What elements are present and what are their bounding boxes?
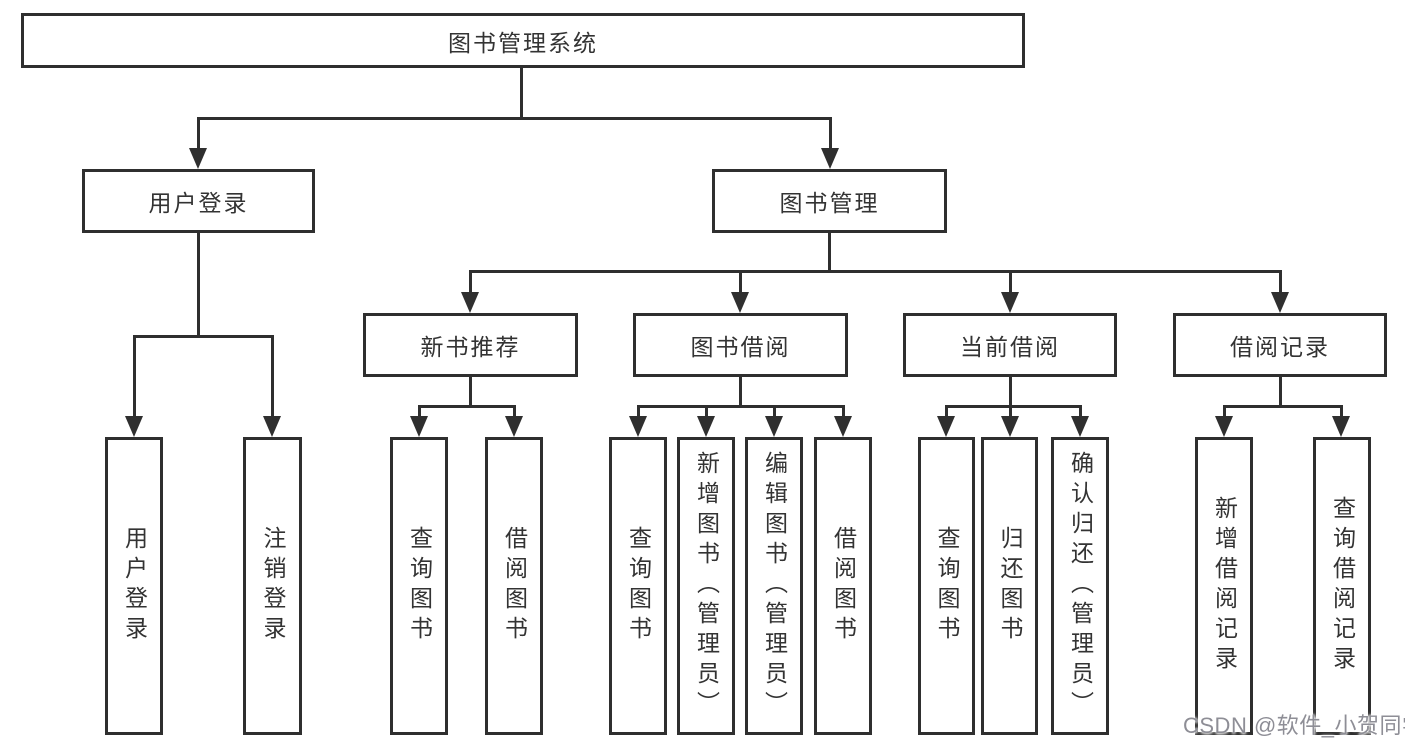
node-label-leaf-cb-confirm-return: 确认归还（管理员） — [1067, 451, 1094, 721]
node-leaf-user-login: 用户登录 — [105, 437, 163, 735]
connector-rail-current-borrow — [944, 404, 1082, 408]
node-label-root: 图书管理系统 — [448, 29, 598, 56]
node-label-leaf-bb-edit-books: 编辑图书（管理员） — [761, 451, 788, 721]
connector-arrow-shaft-book-borrow-3 — [841, 406, 845, 421]
node-label-leaf-br-add-record: 新增借阅记录 — [1211, 496, 1238, 676]
node-leaf-bb-add-books: 新增图书（管理员） — [677, 437, 735, 735]
node-root: 图书管理系统 — [21, 13, 1025, 68]
connector-arrow-shaft-book-mgmt-0 — [468, 271, 472, 297]
connector-rail-new-books — [417, 404, 516, 408]
node-leaf-logout: 注销登录 — [243, 437, 302, 735]
node-label-user-login: 用户登录 — [148, 190, 249, 216]
connector-arrow-shaft-new-books-0 — [417, 406, 421, 421]
arrowhead-icon — [1332, 416, 1350, 437]
connector-arrow-shaft-user-login-1 — [270, 336, 274, 421]
node-label-leaf-nb-borrow-books: 借阅图书 — [501, 526, 528, 646]
node-book-borrow: 图书借阅 — [633, 313, 848, 377]
arrowhead-icon — [1271, 292, 1289, 313]
arrowhead-icon — [821, 148, 839, 169]
node-leaf-br-query-record: 查询借阅记录 — [1313, 437, 1371, 735]
connector-arrow-shaft-current-borrow-2 — [1078, 406, 1082, 421]
connector-stem-borrow-records — [1278, 377, 1282, 408]
arrowhead-icon — [697, 416, 715, 437]
node-label-leaf-logout: 注销登录 — [260, 526, 286, 646]
arrowhead-icon — [125, 416, 143, 437]
connector-arrow-shaft-book-mgmt-1 — [738, 271, 742, 297]
connector-stem-user-login — [196, 233, 200, 338]
arrowhead-icon — [937, 416, 955, 437]
arrowhead-icon — [1215, 416, 1233, 437]
connector-arrow-shaft-current-borrow-1 — [1008, 406, 1012, 421]
connector-arrow-shaft-root-1 — [828, 118, 832, 153]
arrowhead-icon — [629, 416, 647, 437]
node-label-leaf-cb-query-books: 查询图书 — [934, 526, 960, 646]
connector-arrow-shaft-user-login-0 — [132, 336, 136, 421]
node-label-leaf-cb-return-books: 归还图书 — [997, 526, 1023, 646]
connector-arrow-shaft-book-mgmt-2 — [1008, 271, 1012, 297]
arrowhead-icon — [189, 148, 207, 169]
node-leaf-cb-query-books: 查询图书 — [918, 437, 975, 735]
watermark: CSDN @软件_小贺同学 — [1183, 713, 1405, 738]
arrowhead-icon — [263, 416, 281, 437]
connector-stem-current-borrow — [1008, 377, 1012, 408]
node-label-leaf-br-query-record: 查询借阅记录 — [1329, 496, 1356, 676]
connector-arrow-shaft-book-borrow-0 — [636, 406, 640, 421]
connector-arrow-shaft-book-borrow-2 — [772, 406, 776, 421]
arrowhead-icon — [1001, 292, 1019, 313]
connector-rail-user-login — [132, 334, 274, 338]
connector-arrow-shaft-root-0 — [196, 118, 200, 153]
connector-stem-root — [520, 68, 523, 120]
arrowhead-icon — [765, 416, 783, 437]
node-leaf-cb-confirm-return: 确认归还（管理员） — [1051, 437, 1109, 735]
connector-arrow-shaft-borrow-records-0 — [1222, 406, 1226, 421]
node-label-leaf-bb-add-books: 新增图书（管理员） — [693, 451, 720, 721]
node-current-borrow: 当前借阅 — [903, 313, 1117, 377]
arrowhead-icon — [731, 292, 749, 313]
node-borrow-records: 借阅记录 — [1173, 313, 1387, 377]
arrowhead-icon — [834, 416, 852, 437]
connector-arrow-shaft-borrow-records-1 — [1339, 406, 1343, 421]
connector-rail-root — [196, 116, 832, 120]
node-leaf-nb-query-books: 查询图书 — [390, 437, 448, 735]
arrowhead-icon — [1071, 416, 1089, 437]
node-label-book-borrow: 图书借阅 — [690, 334, 791, 360]
node-label-leaf-bb-borrow-books: 借阅图书 — [830, 526, 857, 646]
node-new-books: 新书推荐 — [363, 313, 578, 377]
node-label-new-books: 新书推荐 — [420, 334, 521, 360]
connector-arrow-shaft-book-borrow-1 — [704, 406, 708, 421]
node-leaf-bb-edit-books: 编辑图书（管理员） — [745, 437, 803, 735]
arrowhead-icon — [461, 292, 479, 313]
node-label-leaf-user-login: 用户登录 — [121, 526, 148, 646]
connector-rail-book-mgmt — [468, 269, 1282, 273]
connector-arrow-shaft-current-borrow-0 — [944, 406, 948, 421]
arrowhead-icon — [505, 416, 523, 437]
node-user-login: 用户登录 — [82, 169, 315, 233]
node-label-leaf-bb-query-books: 查询图书 — [625, 526, 652, 646]
node-leaf-br-add-record: 新增借阅记录 — [1195, 437, 1253, 735]
node-label-current-borrow: 当前借阅 — [960, 334, 1060, 360]
node-leaf-bb-query-books: 查询图书 — [609, 437, 667, 735]
connector-stem-new-books — [469, 377, 472, 408]
arrowhead-icon — [1001, 416, 1019, 437]
node-leaf-bb-borrow-books: 借阅图书 — [814, 437, 872, 735]
node-label-book-mgmt: 图书管理 — [779, 190, 880, 216]
connector-arrow-shaft-book-mgmt-3 — [1278, 271, 1282, 297]
connector-rail-book-borrow — [636, 404, 845, 408]
connector-rail-borrow-records — [1222, 404, 1343, 408]
connector-stem-book-mgmt — [828, 233, 831, 273]
node-leaf-nb-borrow-books: 借阅图书 — [485, 437, 543, 735]
node-book-mgmt: 图书管理 — [712, 169, 947, 233]
connector-arrow-shaft-new-books-1 — [512, 406, 516, 421]
node-label-leaf-nb-query-books: 查询图书 — [406, 526, 433, 646]
node-label-borrow-records: 借阅记录 — [1230, 334, 1330, 360]
arrowhead-icon — [410, 416, 428, 437]
connector-stem-book-borrow — [739, 377, 742, 408]
node-leaf-cb-return-books: 归还图书 — [981, 437, 1038, 735]
